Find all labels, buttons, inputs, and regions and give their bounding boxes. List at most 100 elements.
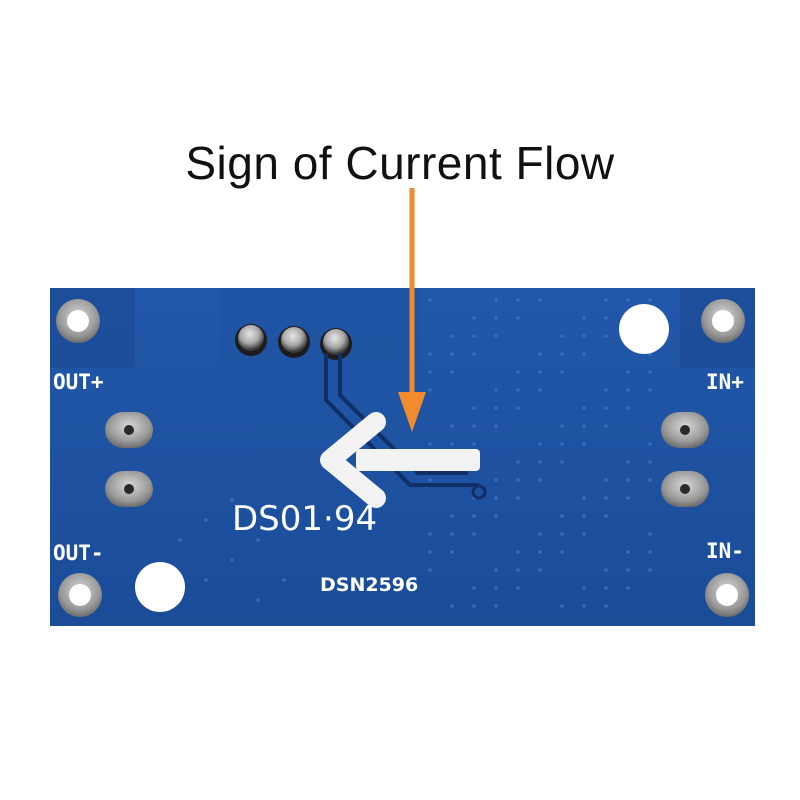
- via-dot: [450, 370, 454, 374]
- pcb-traces: [324, 353, 487, 500]
- label-in-minus: IN-: [706, 539, 744, 563]
- via-dot: [582, 532, 586, 536]
- via-dot: [582, 316, 586, 320]
- via-dot: [560, 370, 564, 374]
- via-dot: [516, 460, 520, 464]
- via-dot: [472, 352, 476, 356]
- via-dot: [282, 578, 286, 582]
- via-dot: [230, 498, 234, 502]
- via-dot: [626, 550, 630, 554]
- mounting-hole-top-right: [701, 299, 745, 343]
- via-dot: [516, 316, 520, 320]
- pads-right: [661, 412, 709, 507]
- via-dot: [560, 424, 564, 428]
- via-dot: [494, 586, 498, 590]
- via-dot: [538, 532, 542, 536]
- via-dot: [450, 532, 454, 536]
- via-dot: [428, 532, 432, 536]
- via-dot: [604, 388, 608, 392]
- via-dot: [648, 568, 652, 572]
- label-out-plus: OUT+: [53, 370, 104, 394]
- via-dot: [604, 514, 608, 518]
- via-dot: [626, 586, 630, 590]
- via-dot: [428, 478, 432, 482]
- via-dot: [560, 334, 564, 338]
- via-dot: [450, 514, 454, 518]
- via-dot: [626, 388, 630, 392]
- via-dot: [494, 496, 498, 500]
- via-dot: [472, 406, 476, 410]
- via-dot: [538, 568, 542, 572]
- via-dot: [560, 532, 564, 536]
- via-dot: [582, 514, 586, 518]
- via-dot: [256, 598, 260, 602]
- via-dot: [230, 558, 234, 562]
- via-dot: [648, 442, 652, 446]
- via-dot: [516, 586, 520, 590]
- via-dot: [582, 352, 586, 356]
- solder-joints: [235, 324, 352, 360]
- via-dot: [582, 334, 586, 338]
- via-dot: [648, 532, 652, 536]
- via-dot: [450, 352, 454, 356]
- via-dot: [450, 424, 454, 428]
- via-dot: [538, 478, 542, 482]
- via-dot: [494, 514, 498, 518]
- label-model: DS01·94: [232, 499, 377, 539]
- via-dot: [494, 604, 498, 608]
- via-dot: [626, 460, 630, 464]
- via-dot: [604, 496, 608, 500]
- annotation-arrow: [398, 188, 426, 432]
- via-dot: [472, 586, 476, 590]
- mounting-hole-bottom-left: [58, 573, 102, 617]
- via-dot: [582, 442, 586, 446]
- via-dot: [256, 538, 260, 542]
- via-dots: [178, 298, 652, 608]
- via-dot: [450, 334, 454, 338]
- via-dot: [516, 298, 520, 302]
- via-dot: [450, 604, 454, 608]
- via-dot: [604, 406, 608, 410]
- via-dot: [428, 442, 432, 446]
- via-dot: [516, 496, 520, 500]
- via-dot: [472, 532, 476, 536]
- via-dot: [204, 518, 208, 522]
- via-dot: [604, 334, 608, 338]
- via-dot: [472, 442, 476, 446]
- caption-title: Sign of Current Flow: [185, 137, 615, 189]
- via-dot: [560, 604, 564, 608]
- via-dot: [648, 298, 652, 302]
- label-part: DSN2596: [320, 574, 418, 596]
- via-dot: [204, 578, 208, 582]
- via-dot: [560, 550, 564, 554]
- via-dot: [494, 334, 498, 338]
- via-dot: [560, 514, 564, 518]
- via-dot: [450, 442, 454, 446]
- mounting-hole-bottom-right: [705, 573, 749, 617]
- via-dot: [648, 370, 652, 374]
- large-hole-bottom: [135, 562, 185, 612]
- via-dot: [428, 568, 432, 572]
- via-dot: [494, 388, 498, 392]
- via-dot: [626, 298, 630, 302]
- via-dot: [582, 424, 586, 428]
- via-dot: [604, 424, 608, 428]
- via-dot: [428, 550, 432, 554]
- via-dot: [472, 424, 476, 428]
- via-dot: [494, 316, 498, 320]
- label-out-minus: OUT-: [53, 541, 104, 565]
- via-dot: [538, 550, 542, 554]
- via-dot: [494, 424, 498, 428]
- via-dot: [516, 388, 520, 392]
- via-dot: [516, 370, 520, 374]
- via-dot: [648, 478, 652, 482]
- via-dot: [648, 388, 652, 392]
- via-dot: [428, 370, 432, 374]
- via-dot: [604, 586, 608, 590]
- via-dot: [450, 550, 454, 554]
- via-dot: [282, 518, 286, 522]
- via-dot: [494, 298, 498, 302]
- via-dot: [428, 388, 432, 392]
- via-dot: [582, 604, 586, 608]
